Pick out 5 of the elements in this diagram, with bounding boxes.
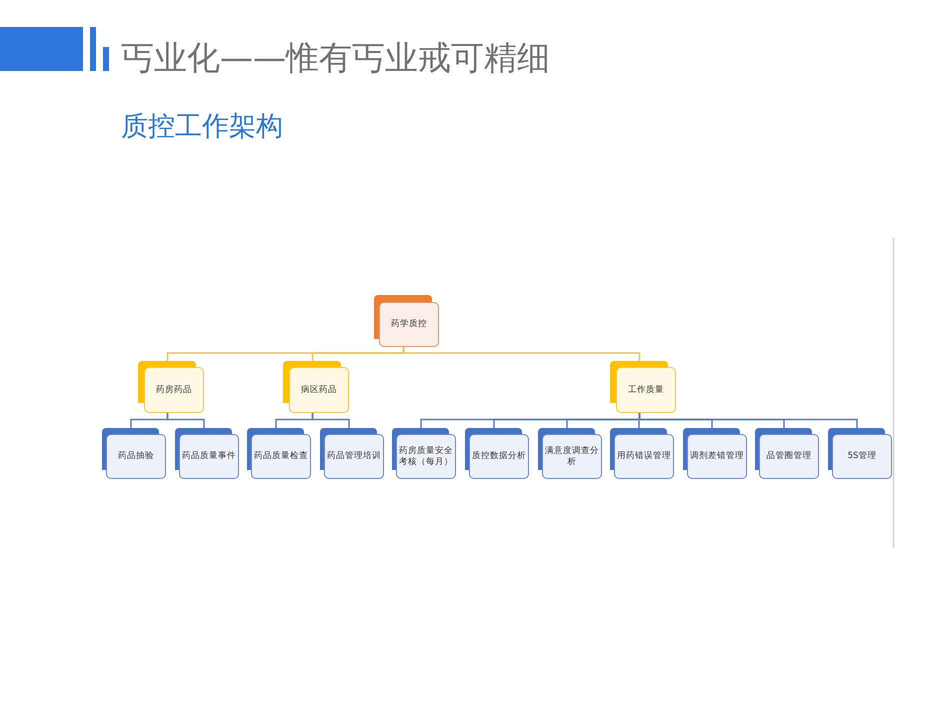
connector-line [312,413,350,428]
connector-line [402,347,640,361]
page-title: 丐业化——惟有丐业戒可精细 [121,38,550,78]
connector-line [166,413,205,428]
section-heading: 质控工作架构 [121,110,283,144]
